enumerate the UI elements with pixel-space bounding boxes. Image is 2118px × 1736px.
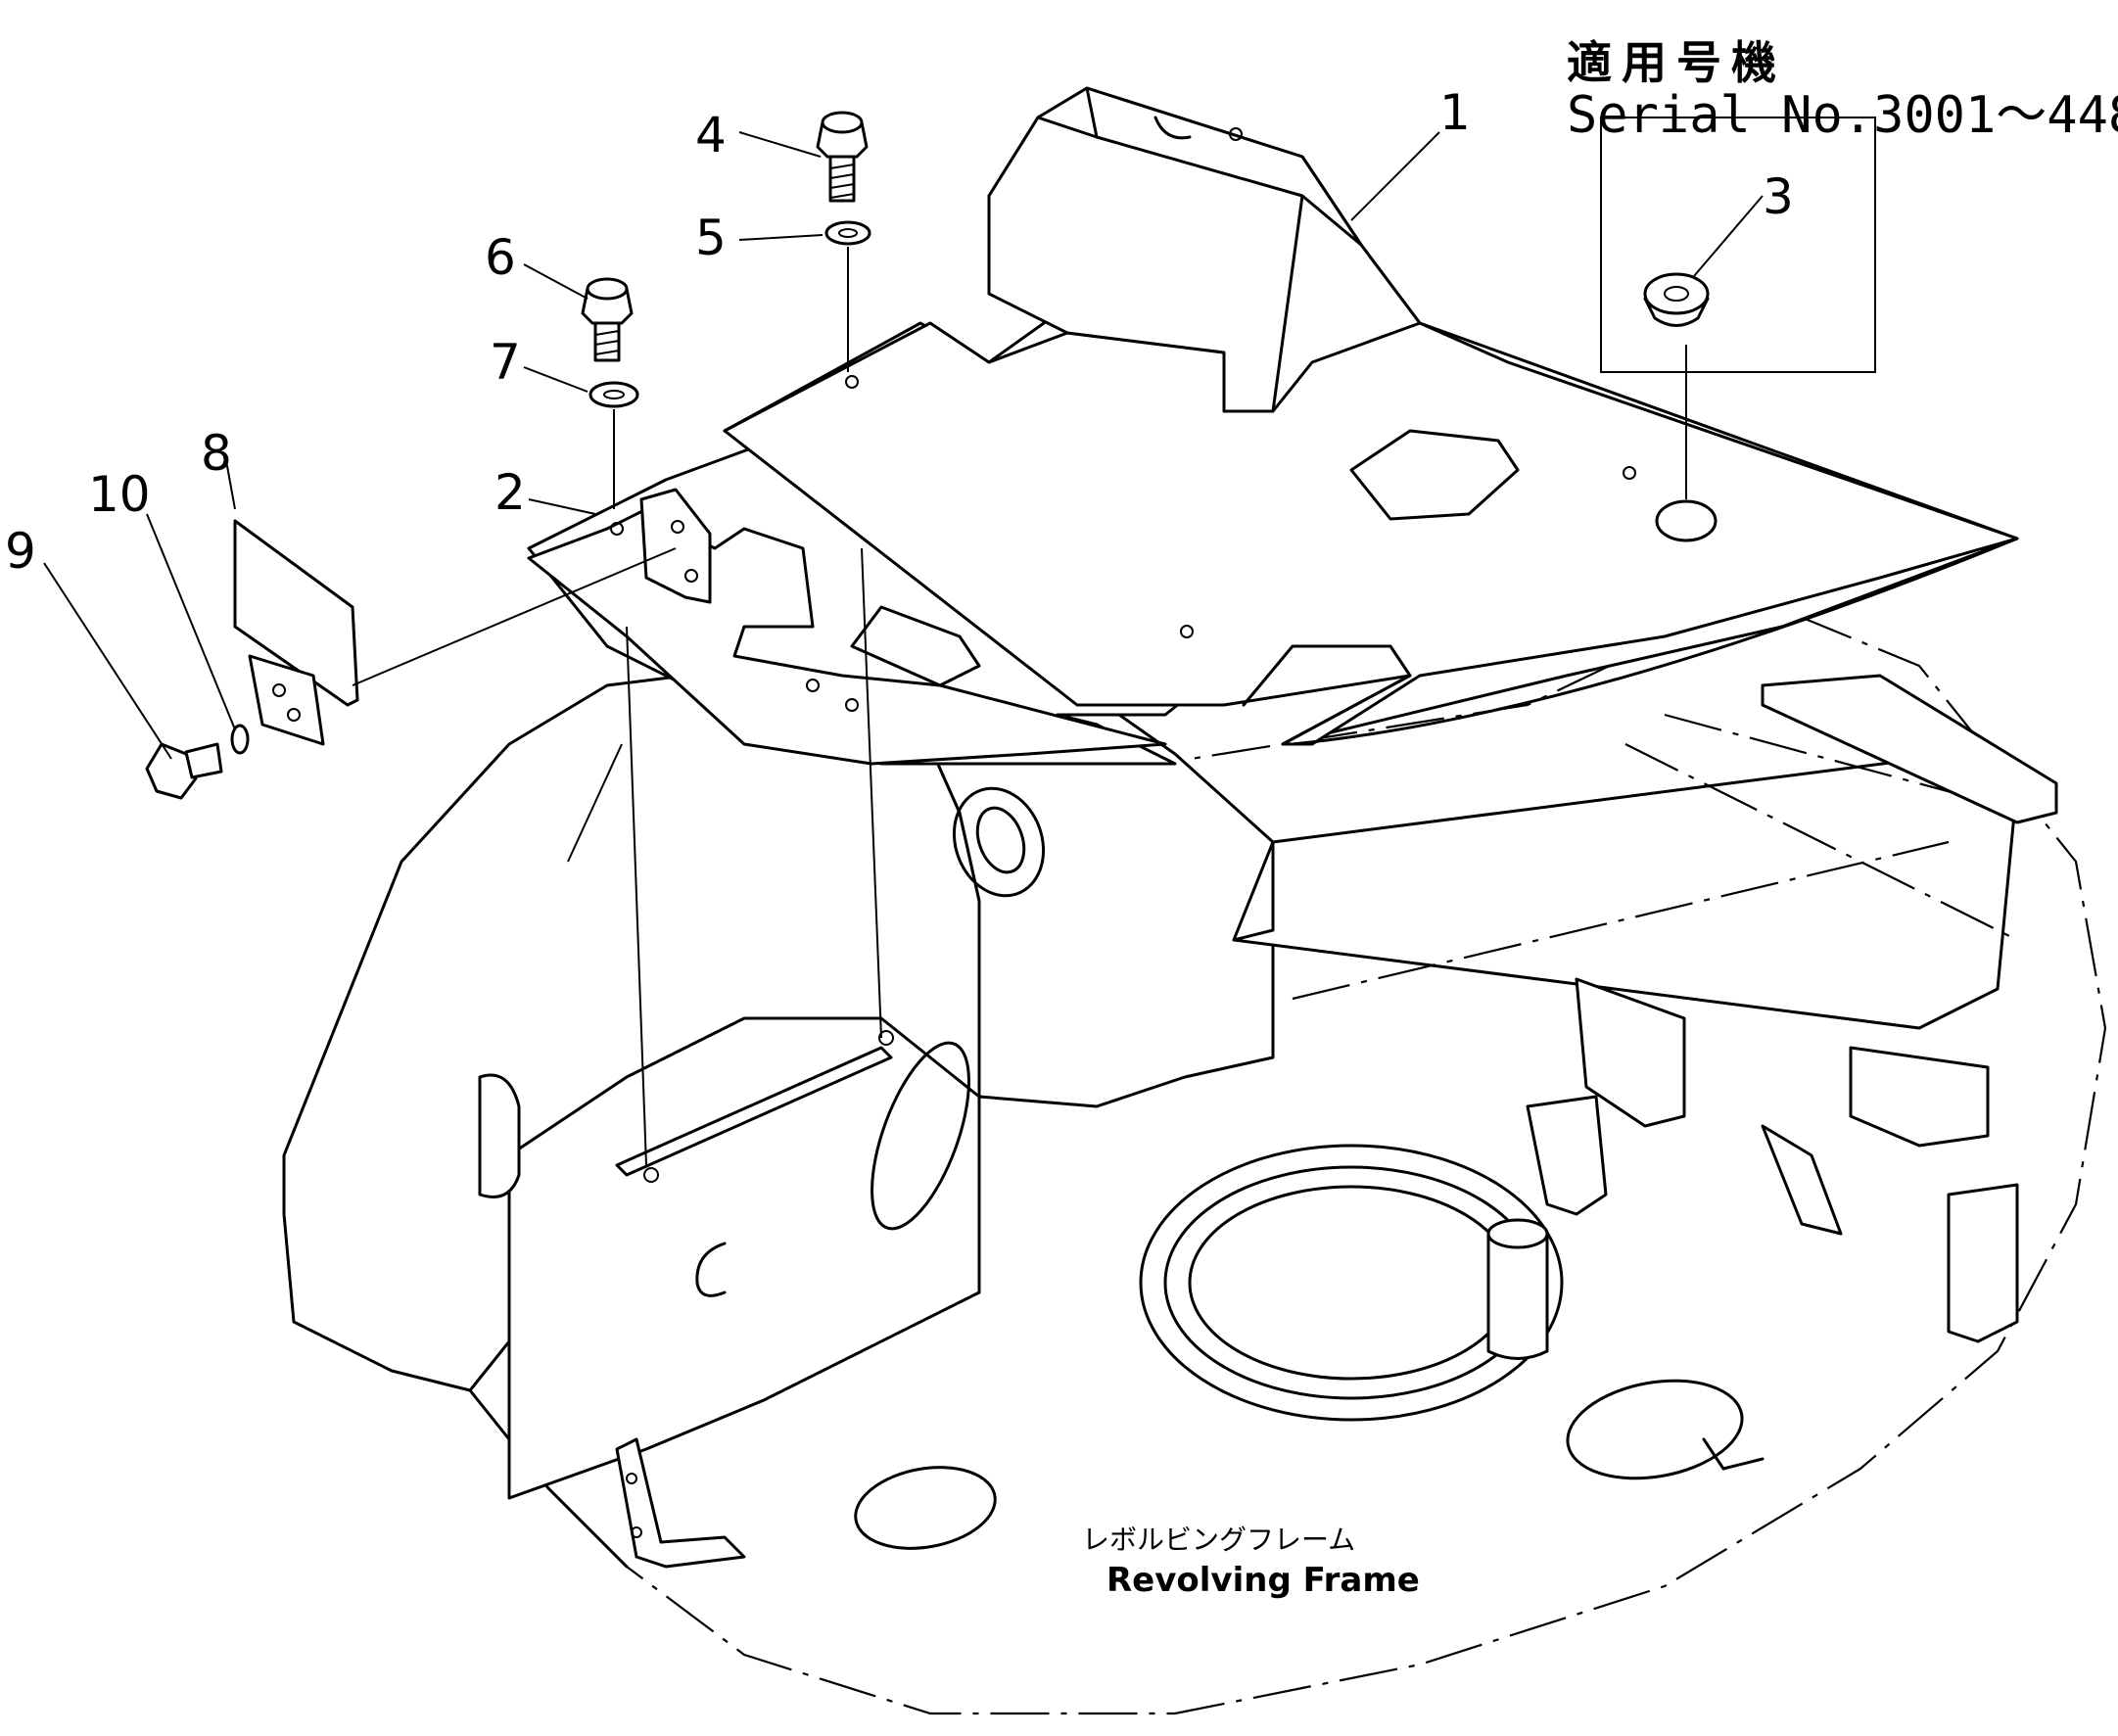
callout-3: 3 — [1763, 168, 1794, 225]
serial-label: 適用号機 Serial No.3001～4482 — [1567, 36, 2118, 145]
frame-label-ja: レボルビングフレーム — [1082, 1524, 1355, 1556]
frame-label-en: Revolving Frame — [1106, 1561, 1420, 1600]
callout-1: 1 — [1439, 84, 1471, 141]
serial-inset — [1600, 117, 1876, 373]
revolving-frame — [282, 595, 2107, 1715]
callout-5: 5 — [695, 210, 727, 266]
washer-part-7 — [588, 381, 639, 408]
callout-4: 4 — [695, 107, 727, 164]
callout-9: 9 — [5, 523, 36, 580]
washer-part-10 — [230, 724, 250, 755]
assembly-lines — [352, 247, 1687, 1166]
callout-numbers: 1 2 3 4 5 6 7 8 9 10 — [5, 84, 1794, 580]
serial-number-range: Serial No.3001～4482 — [1567, 86, 2118, 145]
callout-6: 6 — [485, 229, 516, 286]
washer-part-5 — [824, 220, 871, 246]
fasteners — [145, 111, 871, 800]
side-cover-part-2 — [527, 488, 1167, 766]
bolt-part-4 — [816, 111, 869, 203]
callout-2: 2 — [494, 464, 526, 521]
plate-part-8 — [233, 519, 359, 746]
callout-10: 10 — [88, 466, 151, 523]
callout-8: 8 — [201, 425, 232, 482]
leader-lines — [43, 131, 1764, 760]
floor-cover-part-1 — [527, 86, 2019, 766]
callout-7: 7 — [490, 334, 521, 391]
serial-heading: 適用号機 — [1567, 36, 1786, 89]
frame-label: レボルビングフレーム Revolving Frame — [1082, 1524, 1420, 1600]
bolt-part-6 — [581, 277, 634, 362]
bolt-part-9 — [145, 742, 223, 800]
